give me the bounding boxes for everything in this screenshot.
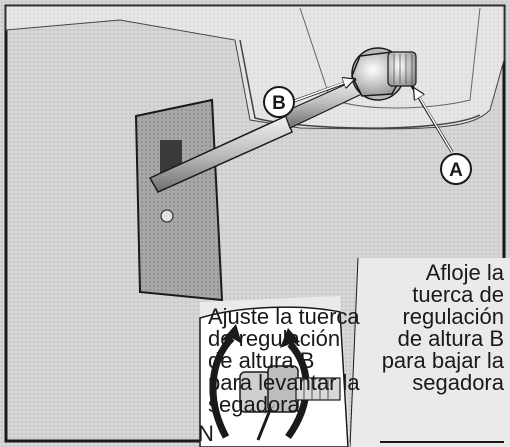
callout-b-circle [263, 86, 295, 118]
raise-mower-instruction: Ajuste la tuerca de regulación de altura… [206, 306, 362, 416]
raise-line: segadora [208, 392, 300, 417]
raise-line: de regulación [208, 326, 341, 351]
raise-line: para levantar la [208, 370, 360, 395]
edge-character: N [198, 421, 214, 446]
lower-line: para bajar la [381, 348, 504, 373]
raise-line: Ajuste la tuerca [208, 304, 360, 329]
deck-edge-line [239, 39, 481, 129]
lower-instruction-panel [350, 258, 510, 447]
lower-line: regulación [402, 304, 504, 329]
lower-line: de altura B [397, 326, 504, 351]
raise-line: de altura B [208, 348, 315, 373]
bracket-plate [134, 98, 224, 302]
callout-b-label: B [272, 93, 286, 114]
bracket-hole [160, 209, 174, 223]
lower-mower-instruction: Afloje la tuerca de regulación de altura… [380, 262, 506, 394]
lower-line: segadora [412, 370, 504, 395]
height-nut-b-assembly [351, 47, 417, 101]
callout-a-label: A [449, 160, 463, 181]
adjustment-rod [148, 114, 293, 193]
callout-a-circle [440, 153, 472, 185]
lower-line: tuerca de [412, 282, 504, 307]
detail-bolt-thread [295, 377, 341, 401]
nut-detail-inset [199, 306, 349, 447]
lower-line: Afloje la [425, 260, 504, 285]
rotate-arrow-left [209, 335, 235, 439]
